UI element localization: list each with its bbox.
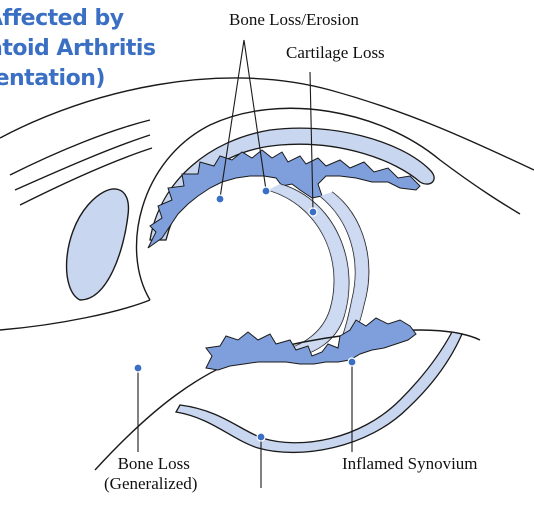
label-bone-loss-line2: (Generalized) [104, 474, 197, 494]
title-line-2: atoid Arthritis [0, 34, 156, 64]
label-bone-loss-line1: Bone Loss [118, 454, 190, 473]
label-inflamed-synovium: Inflamed Synovium [342, 454, 478, 474]
title-line-1: Affected by [0, 4, 156, 34]
label-bone-erosion: Bone Loss/Erosion [229, 10, 359, 30]
label-bone-loss: Bone Loss (Generalized) [110, 454, 197, 494]
inflamed-synovium-upper [148, 150, 420, 248]
bursa-shape [67, 189, 129, 300]
leader-lines [138, 40, 352, 488]
label-cartilage-loss: Cartilage Loss [286, 43, 385, 63]
